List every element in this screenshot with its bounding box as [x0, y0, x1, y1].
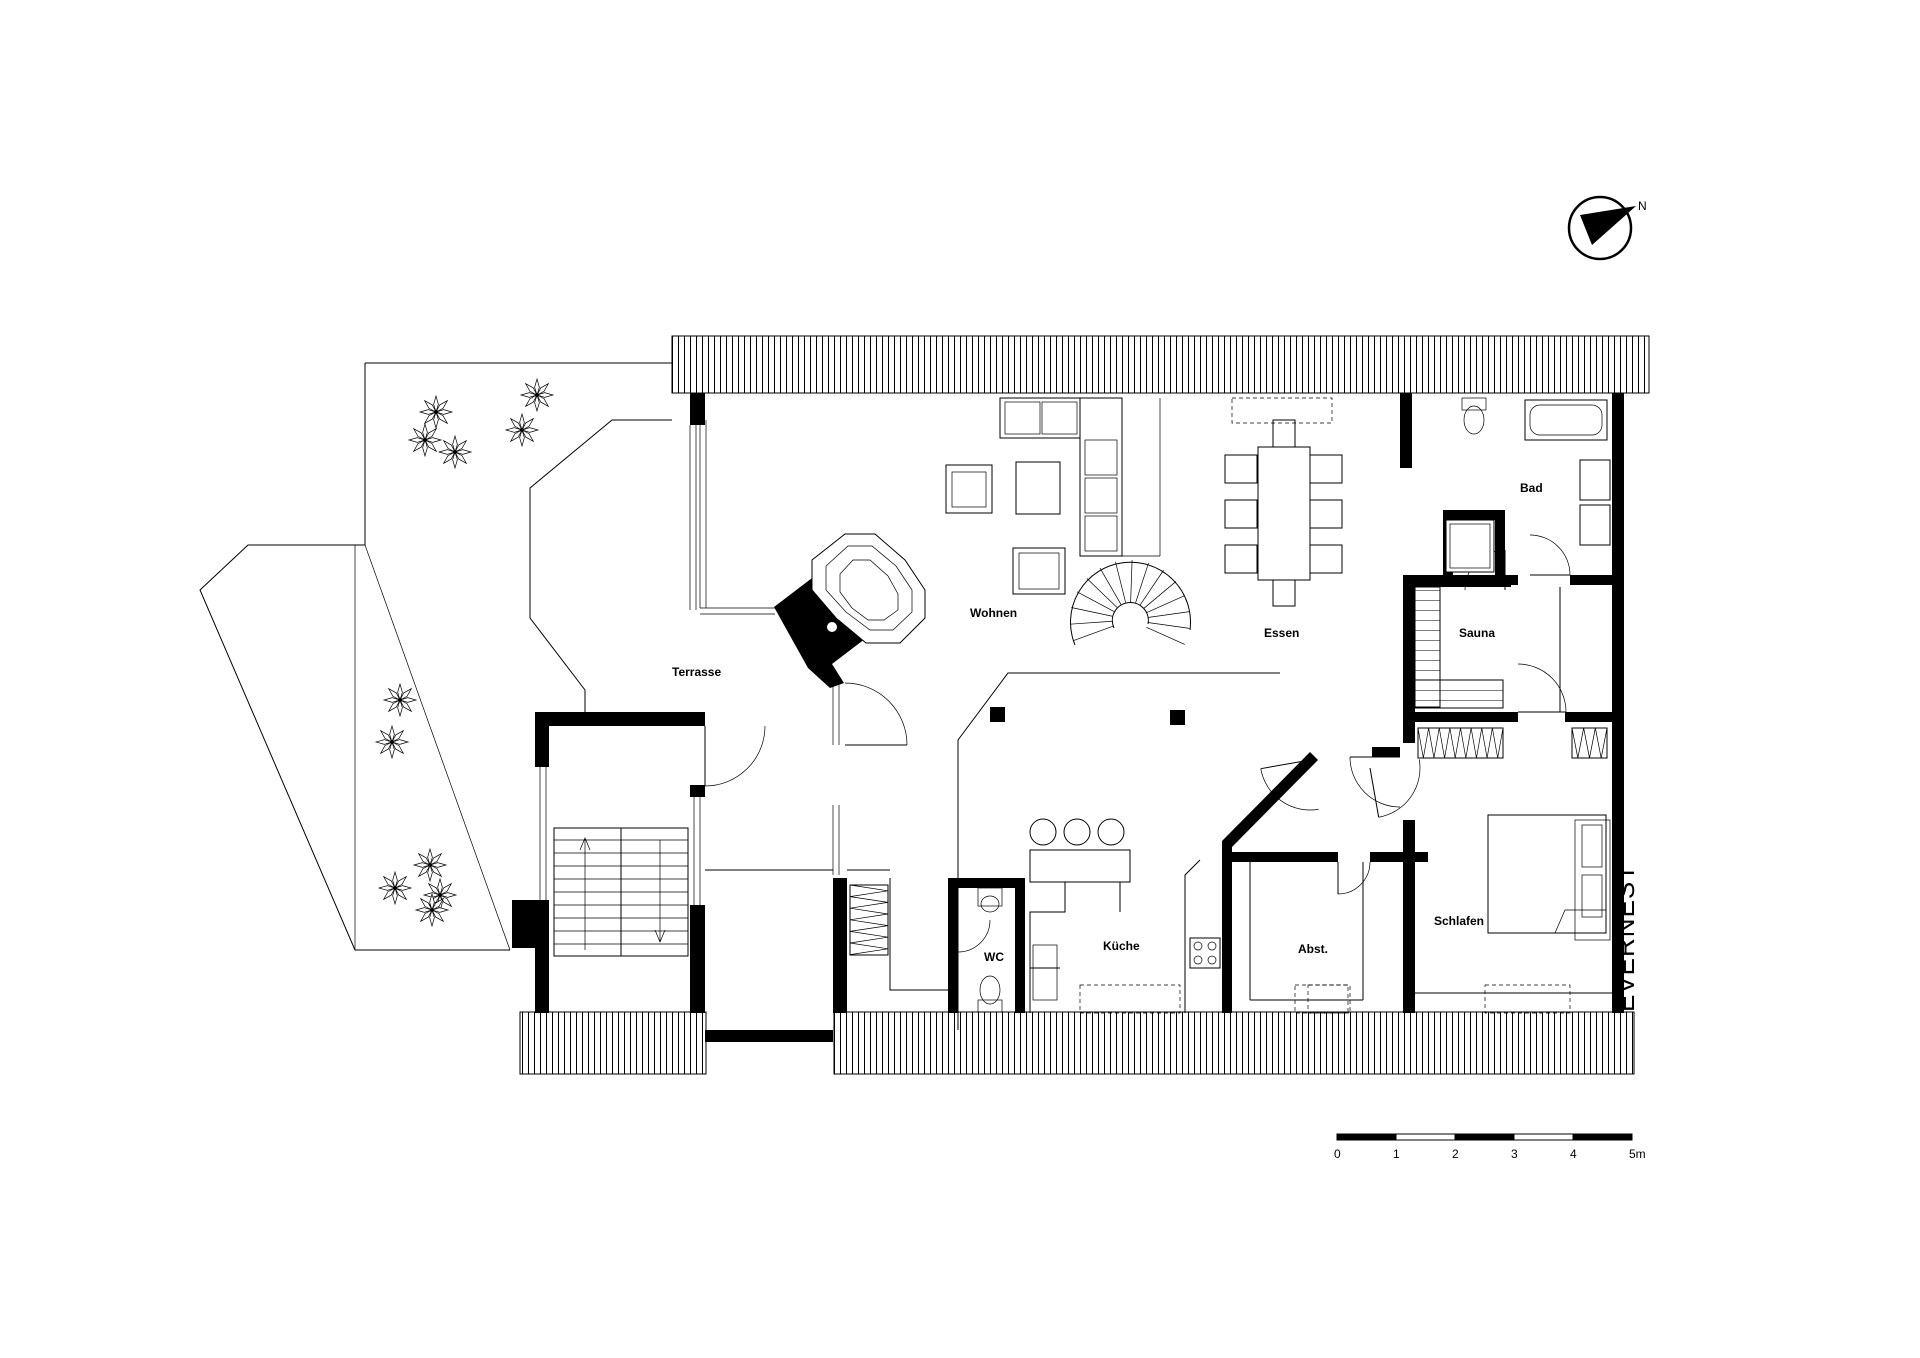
roof-eaves-top	[671, 335, 1650, 394]
room-label-kueche: Küche	[1103, 939, 1140, 953]
washbasin	[1579, 459, 1611, 546]
door-swing	[1260, 759, 1319, 811]
sofa	[999, 397, 1123, 557]
plant-icon	[437, 434, 473, 470]
room-label-terrasse: Terrasse	[672, 665, 721, 679]
dining-table	[1224, 397, 1343, 607]
scale-bar-segment	[1395, 1133, 1456, 1141]
door-swing	[1349, 756, 1401, 808]
armchair	[1012, 547, 1066, 595]
spiral-stair	[1070, 560, 1191, 646]
north-arrow-icon: N	[1567, 195, 1647, 261]
plant-icon	[418, 394, 454, 430]
scale-bar-segment	[1336, 1133, 1397, 1141]
plants	[374, 377, 555, 928]
door-swing	[704, 725, 766, 787]
roof-eaves-bottom	[519, 1011, 1635, 1075]
scale-bar-tick: 3	[1511, 1147, 1518, 1161]
interior-lines	[705, 587, 1612, 1030]
plant-icon	[374, 724, 410, 760]
door-swing	[1337, 861, 1371, 895]
room-label-bad: Bad	[1520, 481, 1543, 495]
plant-icon	[382, 682, 418, 718]
door-swing	[1369, 759, 1421, 818]
terrace-outline	[529, 419, 775, 718]
sauna-bench	[1414, 586, 1504, 709]
armchair	[1015, 461, 1061, 515]
scale-bar: 0 1 2 3 4 5m	[1334, 1133, 1646, 1161]
plant-icon	[414, 892, 450, 928]
room-label-wohnen: Wohnen	[970, 606, 1017, 620]
door-swing	[1517, 663, 1567, 713]
armchair	[945, 464, 993, 514]
room-label-schlafen: Schlafen	[1434, 914, 1484, 928]
door-swing	[957, 919, 991, 953]
entry-stair	[553, 827, 689, 957]
cooktop	[1189, 937, 1221, 969]
bathtub	[1524, 399, 1608, 441]
brand-wordmark: EVERNEST	[1610, 864, 1640, 1012]
garden-outline	[199, 362, 672, 951]
room-label-wc: WC	[984, 950, 1004, 964]
room-label-sauna: Sauna	[1459, 626, 1495, 640]
room-label-essen: Essen	[1264, 626, 1299, 640]
scale-bar-tick: 5m	[1629, 1147, 1646, 1161]
compass-north-letter: N	[1638, 199, 1647, 213]
scale-bar-segment	[1454, 1133, 1515, 1141]
door-swing	[844, 682, 908, 746]
scale-bar-segment	[1513, 1133, 1574, 1141]
toilet	[977, 887, 1003, 1013]
scale-bar-tick: 1	[1393, 1147, 1400, 1161]
door-swing	[1529, 534, 1571, 576]
wardrobes	[849, 727, 1608, 956]
plant-icon	[504, 412, 540, 448]
bed	[1487, 814, 1611, 941]
windows	[539, 425, 840, 905]
bath-toilet	[1461, 397, 1487, 435]
scale-bar-tick: 0	[1334, 1147, 1341, 1161]
shower	[1445, 519, 1495, 573]
scale-bar-segment	[1572, 1133, 1633, 1141]
room-label-abst: Abst.	[1298, 942, 1328, 956]
plant-icon	[519, 377, 555, 413]
walls	[512, 393, 1624, 1042]
fireplace-hearth	[811, 533, 926, 644]
plant-icon	[407, 422, 443, 458]
furniture	[811, 397, 1611, 1014]
plant-icon	[377, 870, 413, 906]
scale-bar-tick: 2	[1452, 1147, 1459, 1161]
plant-icon	[412, 847, 448, 883]
scale-bar-tick: 4	[1570, 1147, 1577, 1161]
kitchen-island	[1029, 818, 1131, 1013]
room-labels: Terrasse Wohnen Essen Bad Sauna Küche WC…	[672, 481, 1543, 964]
